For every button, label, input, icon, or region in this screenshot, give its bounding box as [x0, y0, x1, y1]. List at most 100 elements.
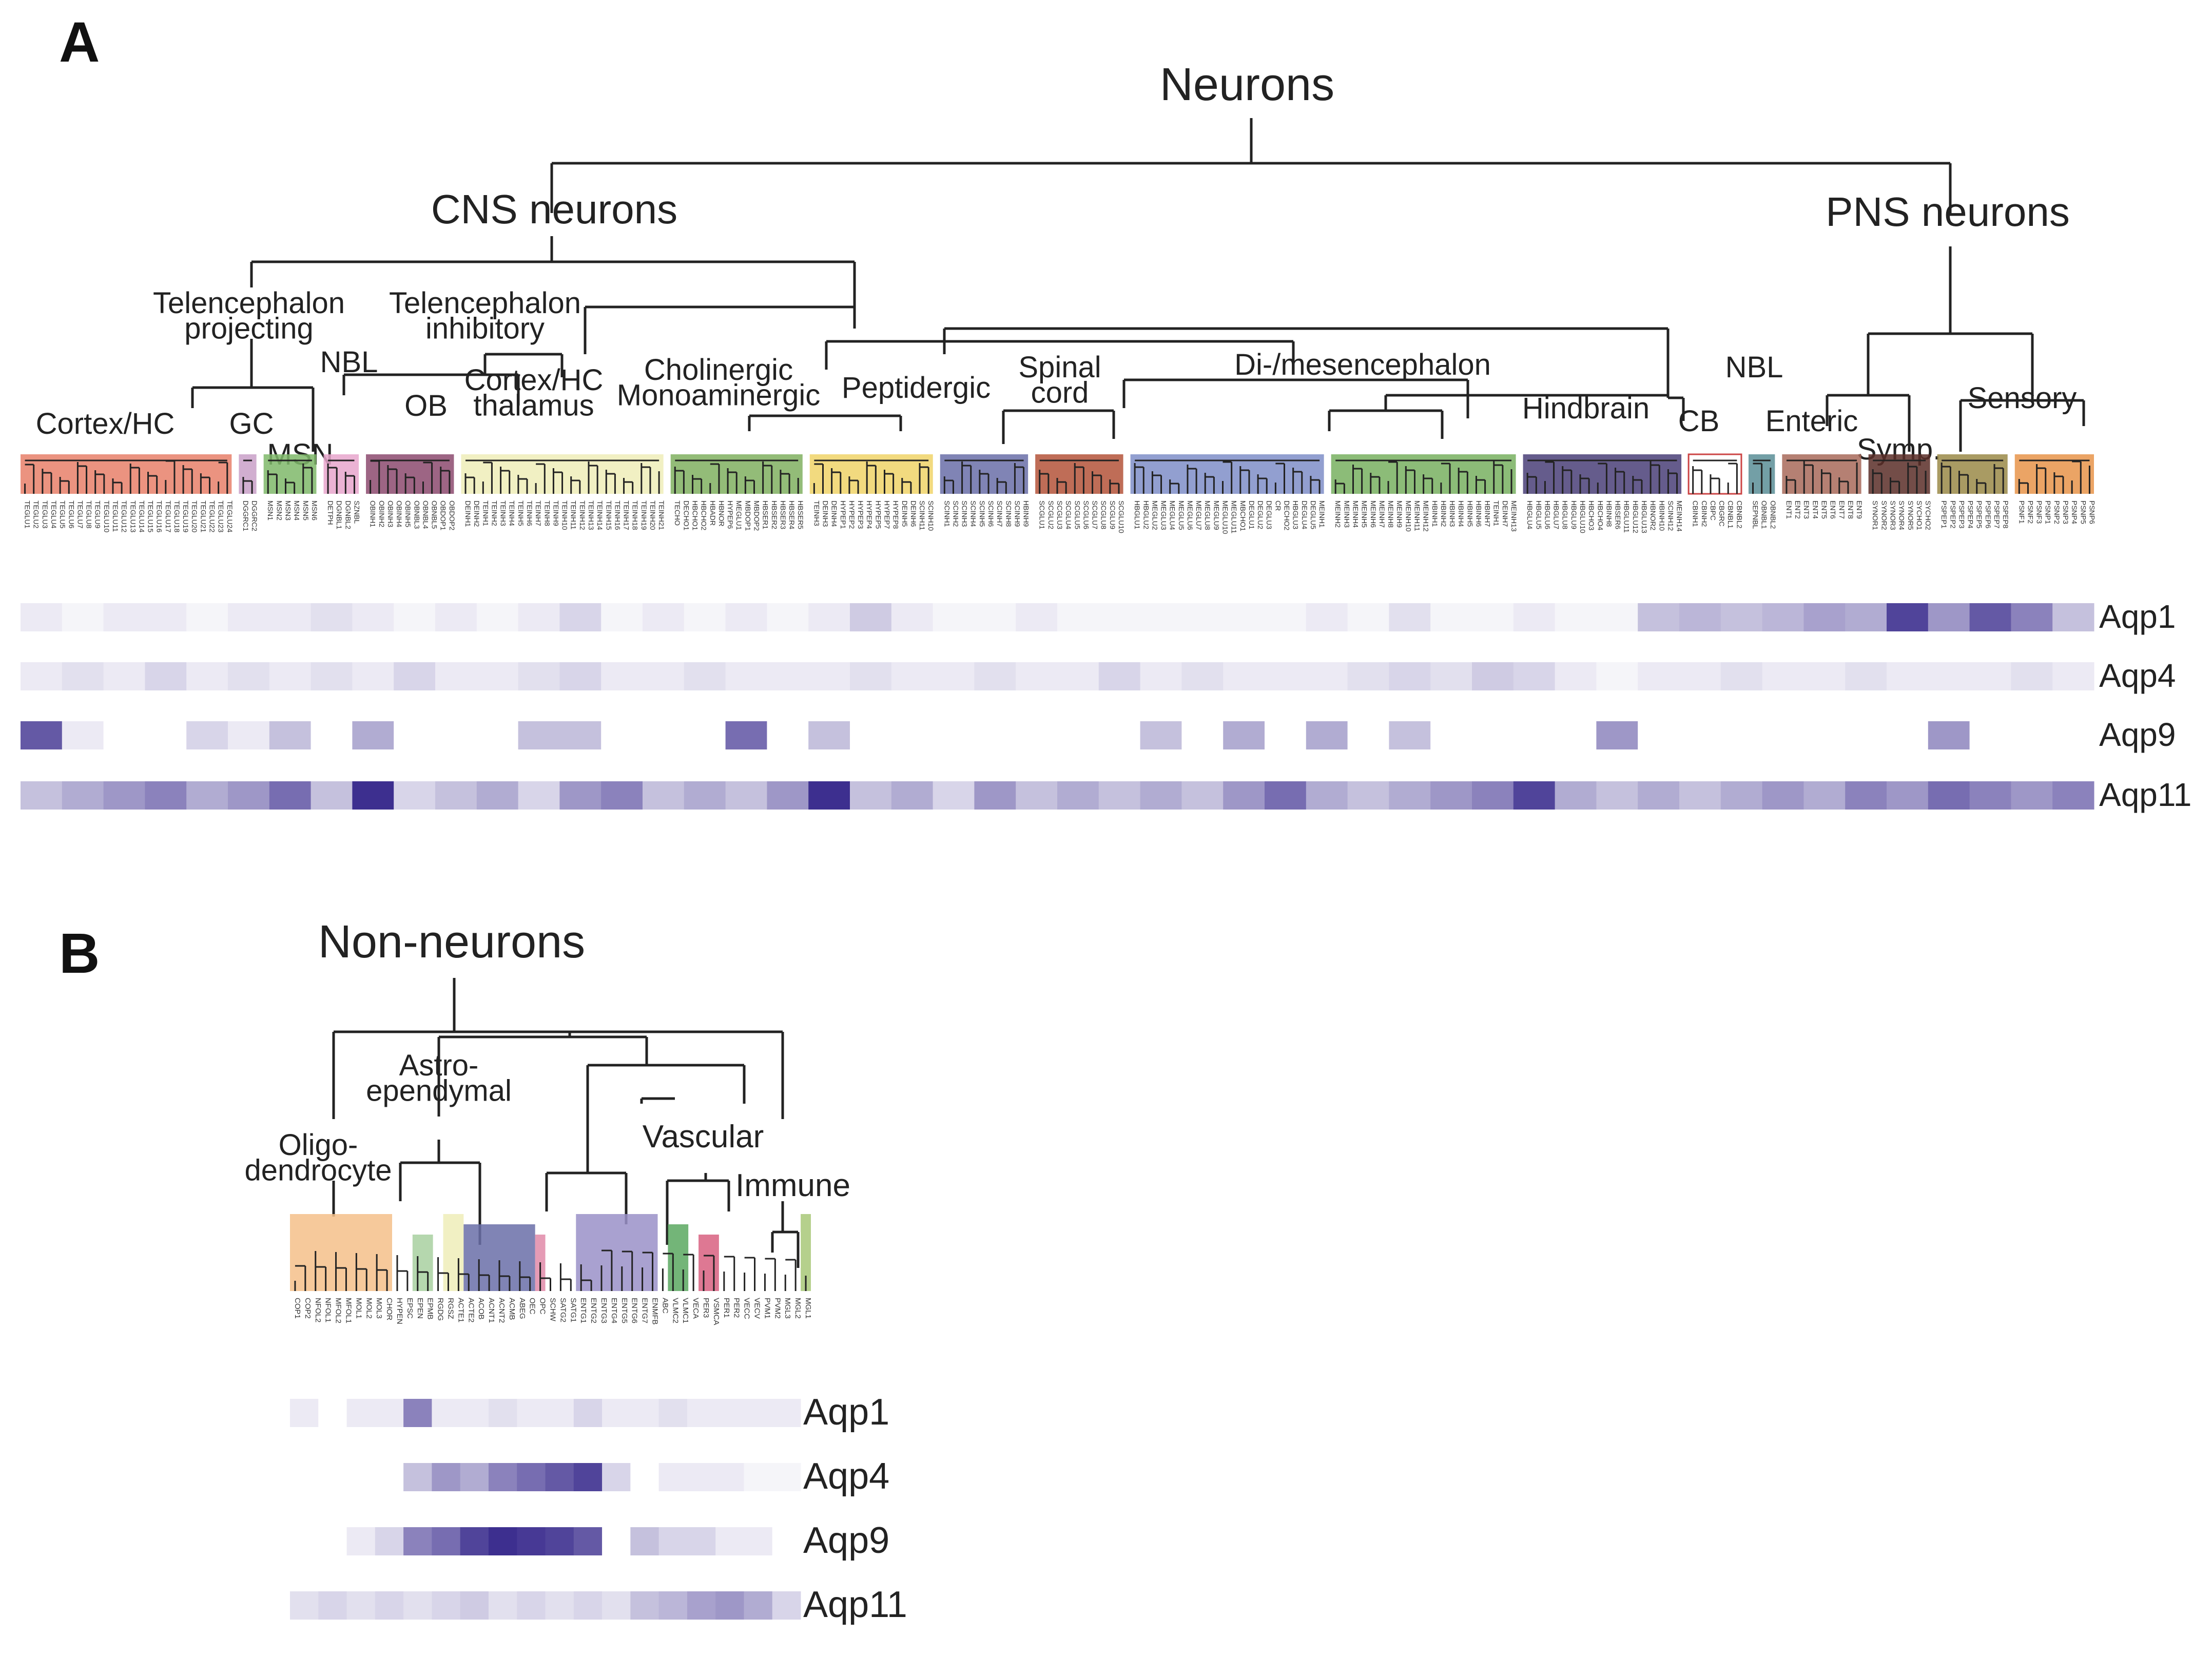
- cluster-block: [443, 1214, 464, 1291]
- leaf-label: MGL2: [793, 1298, 802, 1319]
- leaf-label: HBNOR: [717, 501, 726, 527]
- leaf-label: SYNOR1: [1871, 501, 1879, 530]
- cluster-dendrogram: [813, 459, 929, 494]
- leaf-label: SCGLU3: [1056, 501, 1064, 529]
- heatmap-cell: [290, 1399, 319, 1427]
- heatmap-cell: [318, 1463, 347, 1491]
- leaf-label: PSNP1: [2044, 501, 2052, 524]
- heatmap-cell: [767, 721, 809, 749]
- leaf-label: TEINH11: [570, 501, 578, 530]
- leaf-label: OBINH2: [378, 501, 386, 527]
- leaf-label: VLMC2: [671, 1298, 680, 1323]
- heatmap-cell: [394, 781, 436, 810]
- heatmap-cell: [1016, 662, 1058, 690]
- leaf-label: TEGLU16: [156, 501, 164, 532]
- heatmap-cell: [1140, 721, 1182, 749]
- heatmap-cell: [1845, 662, 1887, 690]
- heatmap-cell: [850, 662, 892, 690]
- cluster-block: [392, 1224, 413, 1291]
- leaf-label: TEINH3: [812, 501, 821, 526]
- leaf-label: SCINH10: [927, 501, 935, 531]
- heatmap-cell: [1928, 603, 1970, 631]
- heatmap-cell: [488, 1591, 517, 1620]
- leaf-label: ENT8: [1847, 501, 1855, 519]
- leaf-label: CHOR: [385, 1298, 394, 1320]
- heatmap-cell: [1098, 603, 1141, 631]
- heatmap-cell: [403, 1591, 432, 1620]
- heatmap-cell: [1347, 781, 1389, 810]
- cluster-dendrogram: [24, 459, 228, 494]
- leaf-label: TEGLU23: [217, 501, 225, 532]
- leaf-label: MEINH9: [1395, 501, 1404, 528]
- leaf-label: TEINH16: [613, 501, 622, 530]
- heatmap-cell: [1430, 781, 1472, 810]
- heatmap-cell: [601, 781, 643, 810]
- heatmap-cell: [460, 1591, 489, 1620]
- leaf-label: DEGLU3: [1265, 501, 1273, 529]
- heatmap-cell: [2011, 603, 2053, 631]
- heatmap-cell: [1679, 603, 1721, 631]
- heatmap-cell: [545, 1463, 574, 1491]
- leaf-label: SCGLU10: [1117, 501, 1126, 533]
- heatmap-cell: [228, 603, 270, 631]
- heatmap-cell: [602, 1399, 631, 1427]
- leaf-label: HBINH2: [1440, 501, 1448, 527]
- leaf-label: SCINH3: [961, 501, 969, 527]
- heatmap-cell: [394, 603, 436, 631]
- leaf-label: MSN5: [302, 501, 310, 521]
- heatmap-cell: [687, 1463, 716, 1491]
- leaf-label: DEINH2: [473, 501, 481, 527]
- leaf-label: CBINH1: [1692, 501, 1700, 527]
- heatmap-cell: [974, 662, 1016, 690]
- leaf-label: HYPEP4: [865, 501, 874, 529]
- leaf-label: CBGRC: [1718, 501, 1726, 527]
- leaf-label: TEINH17: [623, 501, 631, 530]
- heatmap-cell: [1638, 721, 1680, 749]
- leaf-label: SYNOR2: [1880, 501, 1888, 530]
- leaf-label: TEGLU10: [103, 501, 111, 532]
- heatmap-cell: [432, 1527, 461, 1555]
- leaf-label: SCGLU4: [1064, 501, 1073, 529]
- leaf-label: DGNBL1: [335, 501, 343, 529]
- leaf-label: MGL1: [804, 1298, 812, 1319]
- heatmap-cell: [346, 1399, 376, 1427]
- leaf-label: TEGLU14: [138, 501, 146, 532]
- heatmap-cell: [1513, 603, 1556, 631]
- leaf-label: MFOL2: [334, 1298, 343, 1323]
- heatmap-cell: [1513, 662, 1556, 690]
- heatmap-cell: [290, 1463, 319, 1491]
- heatmap-cell: [891, 662, 934, 690]
- heatmap-cell: [1555, 662, 1597, 690]
- leaf-label: PSNP3: [2062, 501, 2070, 524]
- heatmap-cell: [311, 781, 353, 810]
- heatmap-cell: [1596, 721, 1638, 749]
- heatmap-cell: [715, 1591, 744, 1620]
- heatmap-cell: [573, 1399, 603, 1427]
- heatmap-cell: [1472, 603, 1514, 631]
- leaf-label: HBGLU3: [1292, 501, 1300, 529]
- leaf-label: PSNP5: [2079, 501, 2087, 524]
- leaf-label: DGGRC1: [242, 501, 250, 531]
- heatmap-cell: [1265, 603, 1307, 631]
- heatmap-cell: [311, 603, 353, 631]
- heatmap-cell: [767, 603, 809, 631]
- heatmap-cell: [62, 662, 104, 690]
- leaf-label: SCINH11: [918, 501, 926, 530]
- heatmap-cell: [517, 1463, 546, 1491]
- heatmap-cell: [974, 603, 1016, 631]
- group-label-sensory: Sensory: [1968, 381, 2077, 415]
- leaf-label: TEGLU20: [190, 501, 199, 532]
- heatmap-cell: [559, 721, 601, 749]
- heatmap-cell: [352, 603, 394, 631]
- heatmap-cell: [559, 603, 601, 631]
- group-label-nbl1: NBL: [320, 345, 378, 379]
- leaf-label: PSPEP5: [1975, 501, 1984, 529]
- heatmap-cell: [559, 662, 601, 690]
- leaf-label: OBNBL4: [421, 501, 430, 529]
- leaf-label: ENMFB: [651, 1298, 659, 1325]
